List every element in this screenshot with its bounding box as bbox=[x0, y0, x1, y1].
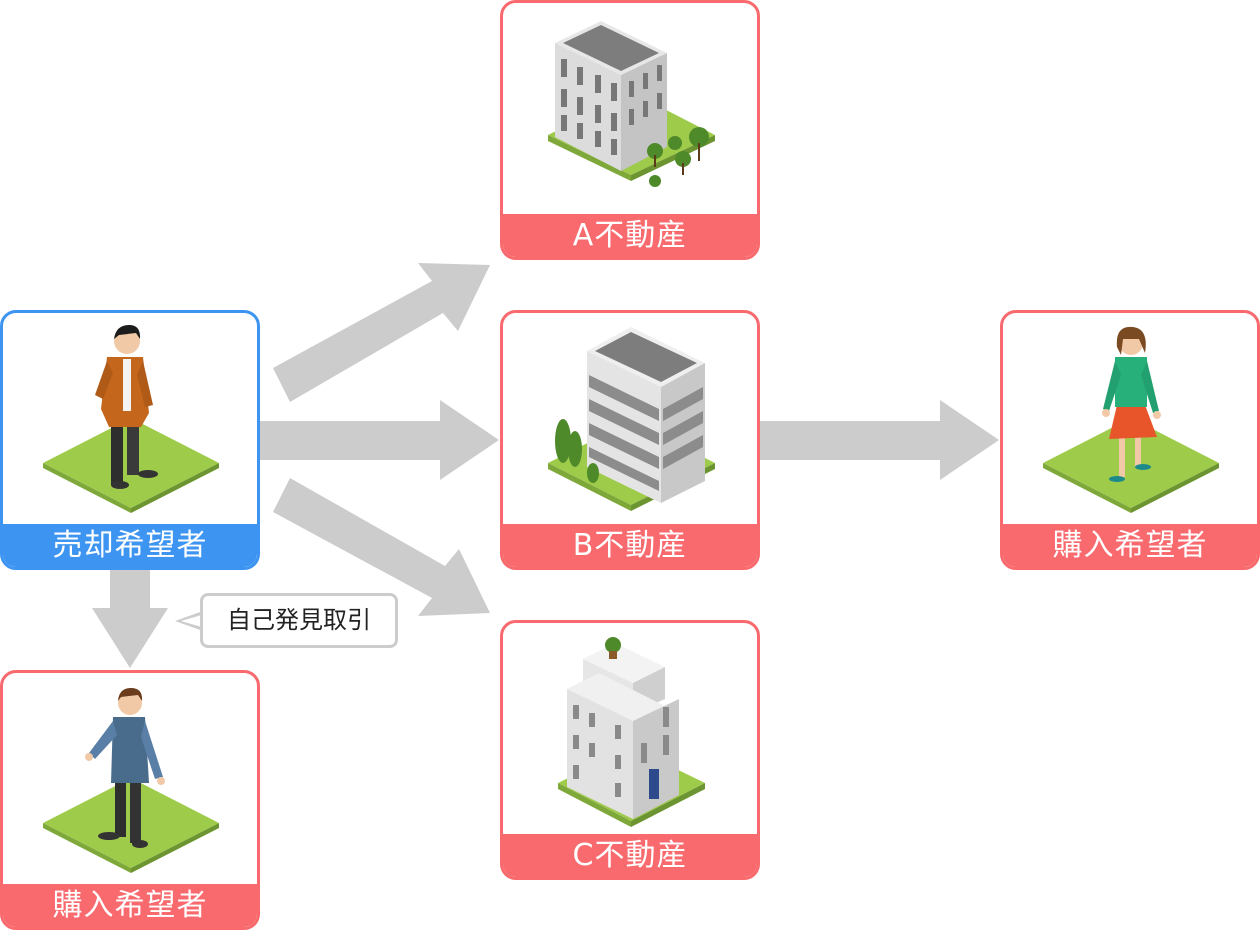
buyer-person-icon bbox=[43, 688, 219, 873]
agency-a-label: A不動産 bbox=[503, 214, 757, 257]
agency-c-card: C不動産 bbox=[500, 620, 760, 880]
agency-b-card: B不動産 bbox=[500, 310, 760, 570]
building-c-icon bbox=[558, 637, 705, 827]
buyer-b-label: 購入希望者 bbox=[1003, 524, 1257, 567]
arrow-seller-to-buyer bbox=[92, 570, 168, 668]
seller-label: 売却希望者 bbox=[3, 524, 257, 567]
seller-card: 売却希望者 bbox=[0, 310, 260, 570]
agency-c-label: C不動産 bbox=[503, 834, 757, 877]
arrow-seller-to-a bbox=[273, 263, 490, 402]
arrow-seller-to-c bbox=[273, 478, 490, 616]
arrow-b-to-buyer bbox=[760, 400, 999, 480]
direct-buyer-label: 購入希望者 bbox=[3, 884, 257, 927]
agency-a-card: A不動産 bbox=[500, 0, 760, 260]
agency-b-label: B不動産 bbox=[503, 524, 757, 567]
direct-buyer-card: 購入希望者 bbox=[0, 670, 260, 930]
building-a-icon bbox=[548, 21, 715, 187]
buyer-b-card: 購入希望者 bbox=[1000, 310, 1260, 570]
woman-buyer-icon bbox=[1043, 326, 1219, 513]
arrow-seller-to-b bbox=[260, 400, 499, 480]
building-b-icon bbox=[548, 327, 715, 511]
callout-tail bbox=[175, 611, 205, 631]
self-discovery-callout: 自己発見取引 bbox=[200, 593, 398, 648]
seller-person-icon bbox=[43, 325, 219, 513]
